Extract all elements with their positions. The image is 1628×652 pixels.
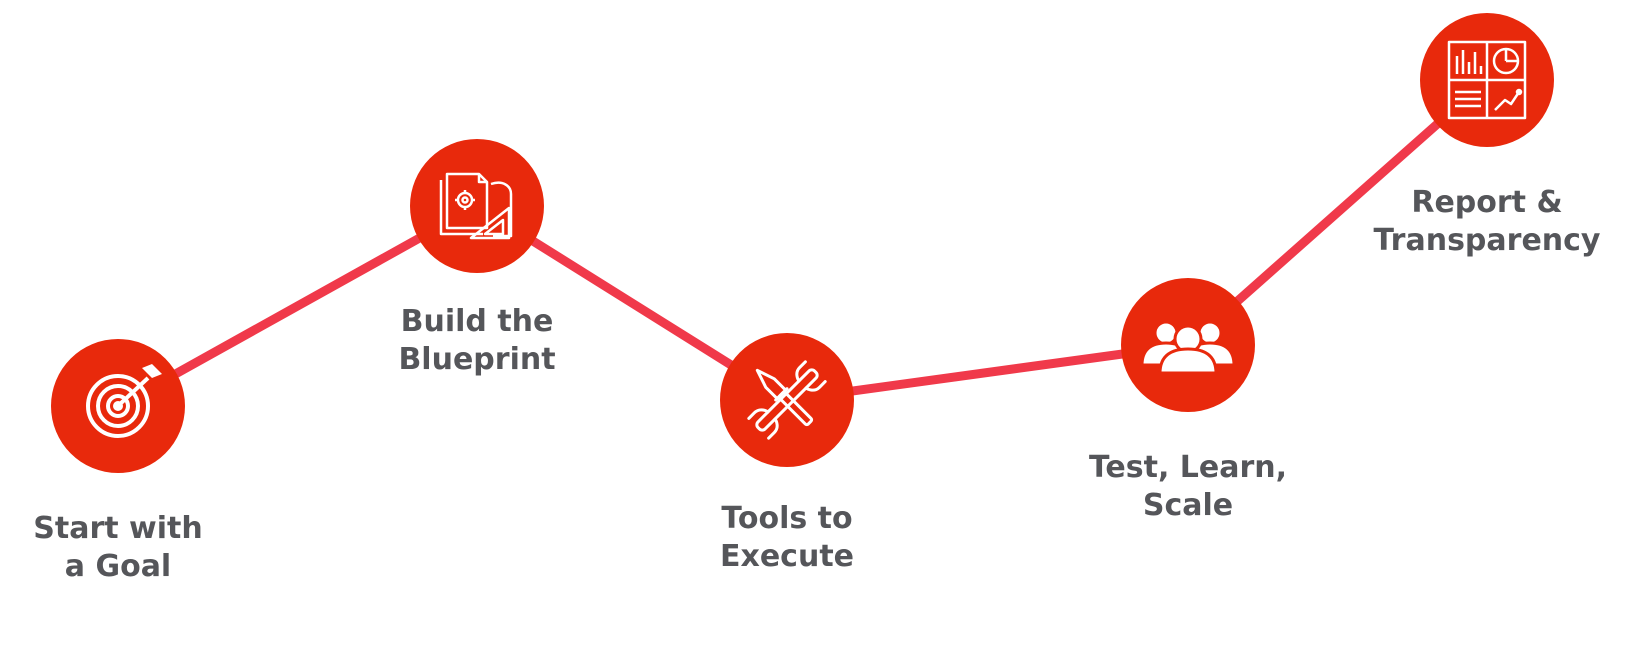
step-4-label-line2: Scale — [1142, 488, 1234, 523]
team-icon — [1140, 320, 1236, 375]
step-2-label: Build the Blueprint — [398, 303, 555, 379]
step-5-label-line1: Report & — [1411, 185, 1563, 220]
target-icon — [86, 364, 162, 438]
step-3-circle — [720, 333, 854, 467]
step-2-label-line1: Build the — [400, 304, 554, 339]
tools-icon — [747, 360, 827, 440]
step-2-circle — [410, 139, 544, 273]
step-3-node — [720, 333, 854, 467]
step-3-label-line1: Tools to — [721, 501, 853, 536]
step-1-label: Start with a Goal — [33, 510, 202, 586]
connector-3-4 — [782, 340, 1193, 405]
step-4-node — [1121, 278, 1255, 412]
step-2-node — [410, 139, 544, 273]
step-5-label-line2: Transparency — [1373, 223, 1601, 258]
step-5-label: Report & Transparency — [1374, 184, 1601, 260]
step-3-label-line2: Execute — [719, 539, 855, 574]
step-5-node — [1420, 13, 1554, 147]
step-2-label-line2: Blueprint — [398, 342, 556, 377]
step-4-label-line1: Test, Learn, — [1088, 450, 1288, 485]
step-1-label-line1: Start with — [33, 511, 203, 546]
step-1-node — [51, 339, 185, 473]
step-3-label: Tools to Execute — [720, 500, 854, 576]
report-icon — [1447, 40, 1527, 120]
step-4-label: Test, Learn, Scale — [1089, 449, 1287, 525]
step-1-label-line2: a Goal — [64, 549, 172, 584]
blueprint-icon — [439, 172, 513, 240]
connector-1-2 — [113, 201, 482, 411]
